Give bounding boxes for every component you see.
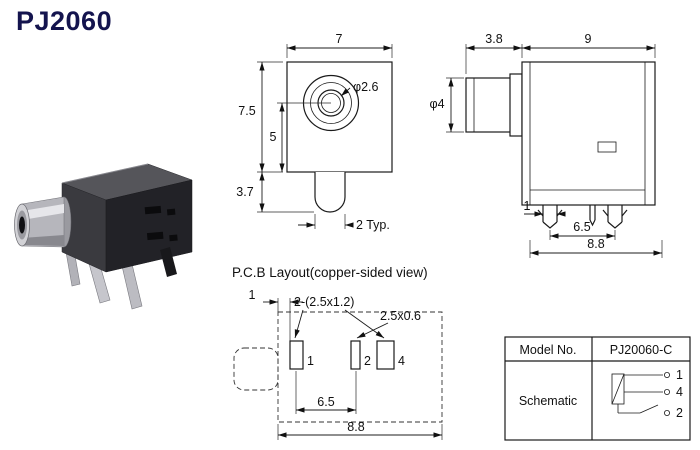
pcb-dim-large-pads: 2-(2.5x1.2) [294,295,354,309]
pcb-pad-1 [289,340,304,370]
connector-vents [144,205,178,242]
pcb-pad-4 [376,340,395,370]
pcb-pad-1-label: 1 [307,354,314,368]
side-view-dimensions: 3.8 9 φ4 1 6.5 8 [429,32,663,258]
front-view-outline [286,61,393,213]
page-title: PJ2060 [16,6,113,36]
front-dim-height: 7.5 [238,104,255,118]
connector-body [61,163,193,273]
schematic-pin-4: 4 [676,385,683,399]
side-dim-pin-width: 1 [524,199,531,213]
schematic-label: Schematic [519,394,577,408]
pcb-layout-title: P.C.B Layout(copper-sided view) [232,265,428,280]
spec-table: Model No. PJ20060-C Schematic 1 4 2 [504,336,691,441]
pcb-dim-overall-width: 8.8 [347,420,364,434]
schematic-pin-1: 1 [676,368,683,382]
front-dim-peg-length: 3.7 [236,185,253,199]
connector-barrel [14,196,72,248]
schematic-pin-2: 2 [676,406,683,420]
jack-opening [19,216,25,234]
connector-3d-render [14,163,193,310]
pcb-dim-small-pad: 2.5x0.6 [380,309,421,323]
model-no-value: PJ20060-C [610,343,673,357]
pcb-pad-2-label: 2 [364,354,371,368]
pcb-dim-pad-pitch: 6.5 [317,395,334,409]
schematic-drawing: 1 4 2 [611,368,683,420]
front-dim-center-height: 5 [270,130,277,144]
front-view-dimensions: 7 7.5 5 3.7 φ2.6 2 Typ. [236,32,393,232]
side-dim-pin-pitch: 6.5 [573,220,590,234]
side-view-outline [465,61,656,229]
pcb-layout: P.C.B Layout(copper-sided view) 1 2 4 2-… [232,265,443,440]
side-dim-barrel-length: 3.8 [485,32,502,46]
connector-legs [65,249,143,310]
side-left-leg [537,205,563,229]
front-dim-hole-dia: φ2.6 [353,80,379,94]
pcb-barrel-outline [233,347,279,391]
connector-rear-pin [160,247,177,277]
front-dim-width: 7 [336,32,343,46]
side-right-leg [602,205,628,229]
side-dim-overall-width: 8.8 [587,237,604,251]
side-middle-pin [589,205,596,227]
side-dim-body-depth: 9 [585,32,592,46]
side-view: 3.8 9 φ4 1 6.5 8 [429,32,663,258]
model-no-label: Model No. [520,343,577,357]
side-dim-barrel-dia: φ4 [429,97,444,111]
pcb-pad-4-label: 4 [398,354,405,368]
side-body [521,61,656,206]
front-dim-peg-width: 2 Typ. [356,218,390,232]
pcb-dim-edge-offset: 1 [249,288,256,302]
pcb-pad-2 [350,340,361,370]
mounting-peg [314,172,346,213]
front-view: 7 7.5 5 3.7 φ2.6 2 Typ. [236,32,393,232]
